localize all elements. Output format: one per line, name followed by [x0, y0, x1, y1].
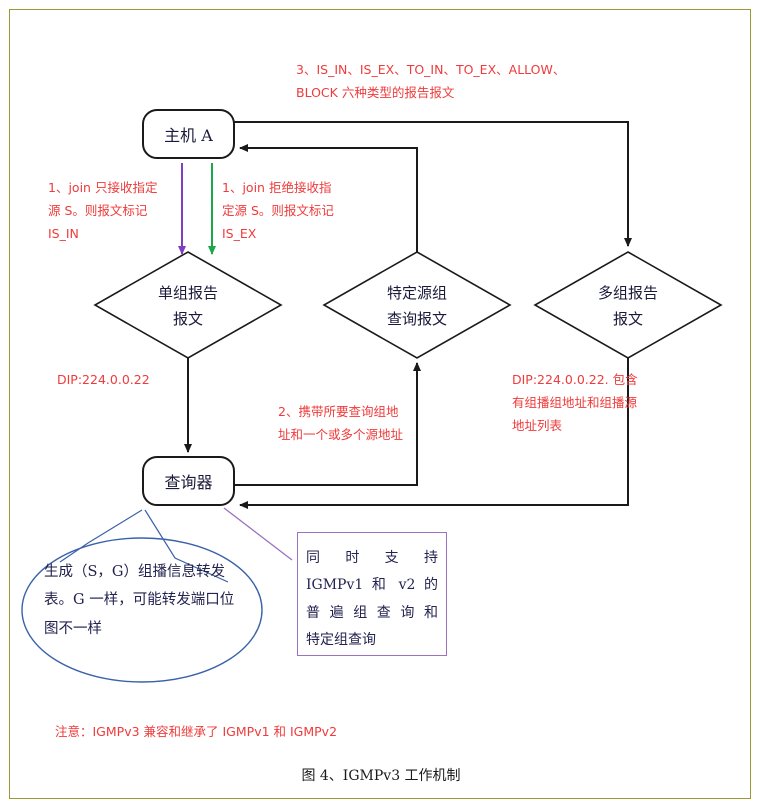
connector-specific-query-to-host [239, 144, 418, 252]
diamond-single-line1: 单组报告 [157, 284, 218, 302]
annotation-report-types: 3、IS_IN、IS_EX、TO_IN、TO_EX、ALLOW、 BLOCK 六… [296, 58, 626, 104]
callout-purple-leader [223, 507, 293, 561]
diamond-specific-line2: 查询报文 [386, 309, 447, 328]
connector-querier-to-specific-query [234, 362, 421, 486]
page-border [9, 9, 751, 799]
diamond-specific-source-query-label: 特定源组 查询报文 [347, 281, 487, 332]
callout-ellipse-text: 生成（S，G）组播信息转发表。G 一样，可能转发端口位图不一样 [44, 564, 235, 637]
figure-caption: 图 4、IGMPv3 工作机制 [301, 768, 461, 784]
annotation-bottom-note: 注意：IGMPv3 兼容和继承了 IGMPv1 和 IGMPv2 [55, 724, 338, 739]
annotation-report-types-line2: BLOCK 六种类型的报告报文 [296, 85, 455, 101]
purple-box-line4: 特定组查询 [306, 631, 376, 648]
host-node-shape [142, 109, 235, 159]
querier-node-shape [142, 456, 235, 506]
diamond-multi-line1: 多组报告 [597, 284, 658, 302]
diamond-specific-line1: 特定源组 [386, 284, 447, 302]
callout-purple-box [297, 532, 447, 656]
diamond-single-line2: 报文 [172, 309, 203, 328]
annotation-dip-left: DIP:224.0.0.22 [57, 372, 150, 387]
annotation-join-is-in: 1、join 只接收指定源 S。则报文标记 IS_IN [48, 180, 158, 242]
annotation-report-types-line1: 3、IS_IN、IS_EX、TO_IN、TO_EX、ALLOW、 [296, 62, 566, 77]
diamond-multi-group-report-label: 多组报告 报文 [558, 281, 698, 332]
connector-multi-report-to-querier [239, 358, 629, 509]
callout-ellipse-shape [21, 537, 263, 683]
querier-node-label: 查询器 [164, 473, 213, 492]
diamond-multi-line2: 报文 [612, 309, 643, 328]
purple-box-line2: IGMPv1 和 v2 的 [306, 577, 438, 594]
purple-box-line3: 普遍组查询和 [306, 604, 438, 621]
callout-ellipse-tail-right [144, 509, 229, 583]
annotation-dip-right: DIP:224.0.0.22. 包含有组播组地址和组播源地址列表 [512, 372, 638, 434]
host-node-label: 主机 A [164, 126, 213, 145]
annotation-query-carry: 2、携带所要查询组地址和一个或多个源地址 [278, 404, 404, 443]
annotation-join-is-ex: 1、join 拒绝接收指定源 S。则报文标记 IS_EX [222, 180, 334, 242]
callout-ellipse-tail-left [59, 509, 143, 563]
purple-box-line1: 同时支持 [306, 550, 438, 566]
connector-host-to-multi-report [234, 121, 632, 247]
callout-purple-box-text: 同时支持 IGMPv1 和 v2 的 普遍组查询和 特定组查询 [306, 545, 438, 654]
diamond-single-group-report-label: 单组报告 报文 [118, 281, 258, 332]
diamond-specific-source-query [322, 251, 512, 359]
